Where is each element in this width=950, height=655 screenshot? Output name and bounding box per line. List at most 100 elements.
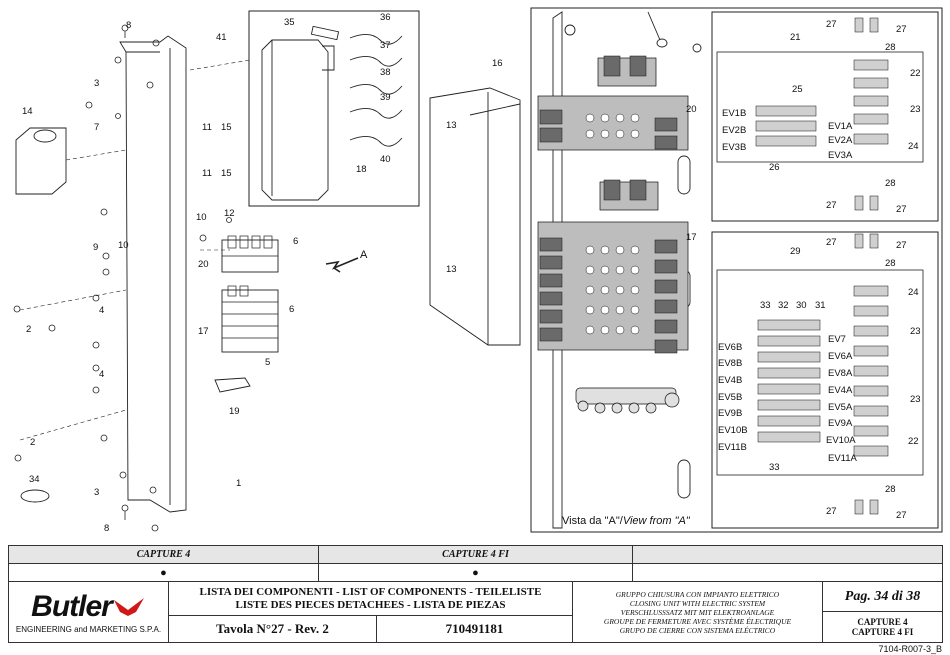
list-title-line1: LISTA DEI COMPONENTI - LIST OF COMPONENT… [199, 585, 542, 598]
callout-27-g: 27 [826, 506, 837, 517]
brand-bird-icon [113, 598, 144, 616]
brand-logo: Butler ENGINEERING and MARKETING S.P.A. [9, 582, 169, 642]
callout-11-b: 11 [202, 168, 212, 179]
valve-label-ev10b: EV10B [718, 425, 748, 436]
callout-17-right: 17 [686, 232, 697, 243]
valve-label-ev5a: EV5A [828, 402, 853, 413]
callout-19: 19 [229, 406, 240, 417]
valve-label-ev2b: EV2B [722, 125, 746, 136]
valve-label-ev10a: EV10A [826, 435, 856, 446]
valve-label-ev3b: EV3B [722, 142, 746, 153]
callout-27-e: 27 [826, 237, 837, 248]
bullet-capture-4-fi: ● [319, 564, 633, 582]
valve-label-ev8b: EV8B [718, 358, 742, 369]
callout-20-left: 20 [198, 259, 209, 270]
desc-en: CLOSING UNIT WITH ELECTRIC SYSTEM [629, 598, 766, 608]
page-number: Pag. 34 di 38 [823, 582, 942, 612]
list-title-line2: LISTE DES PIECES DETACHEES - LISTA DE PI… [235, 598, 506, 611]
callout-24-b: 24 [908, 287, 919, 298]
valve-label-ev4b: EV4B [718, 375, 742, 386]
callout-28-a: 28 [885, 42, 896, 53]
callout-15-a: 15 [221, 122, 232, 133]
callout-24-a: 24 [908, 141, 919, 152]
callout-26: 26 [769, 162, 780, 173]
brand-name: Butler [31, 590, 113, 623]
valve-label-ev4a: EV4A [828, 385, 853, 396]
callout-12: 12 [224, 208, 235, 219]
callout-18: 18 [356, 164, 367, 175]
callout-5: 5 [265, 357, 270, 368]
tavola-number: Tavola N°27 - Rev. 2 [169, 616, 377, 642]
callout-22-b: 22 [908, 436, 919, 447]
callout-11-a: 11 [202, 122, 212, 133]
callout-4-b: 4 [99, 369, 104, 380]
list-title: LISTA DEI COMPONENTI - LIST OF COMPONENT… [169, 582, 573, 616]
callout-27-h: 27 [896, 510, 907, 521]
view-caption: Vista da "A"/View from "A" [562, 515, 691, 527]
callout-33-a: 33 [760, 300, 771, 311]
callout-38: 38 [380, 67, 391, 78]
callout-17-left: 17 [198, 326, 209, 337]
valve-label-ev9a: EV9A [828, 418, 853, 429]
view-arrow-label: A [360, 249, 368, 261]
callout-14: 14 [22, 106, 33, 117]
callout-20-right: 20 [686, 104, 697, 115]
bullet-empty [633, 564, 942, 582]
callout-10-b: 10 [118, 240, 129, 251]
callout-28-d: 28 [885, 484, 896, 495]
callout-25: 25 [792, 84, 803, 95]
valve-label-ev11a: EV11A [828, 453, 858, 464]
callout-8-top: 8 [126, 20, 131, 31]
desc-es: GRUPO DE CIERRE CON SISTEMA ELÉCTRICO [619, 625, 776, 635]
valve-label-ev2a: EV2A [828, 135, 853, 146]
desc-it: GRUPPO CHIUSURA CON IMPIANTO ELETTRICO [615, 589, 780, 599]
callout-32: 32 [778, 300, 789, 311]
callout-39: 39 [380, 92, 391, 103]
desc-fr: GROUPE DE FERMETURE AVEC SYSTÈME ÉLECTRI… [603, 616, 792, 626]
callout-22-a: 22 [910, 68, 921, 79]
exploded-drawing: 8 3 7 14 11 15 11 15 10 12 6 20 9 10 4 2… [13, 7, 943, 534]
callout-30: 30 [796, 300, 807, 311]
group-description: GRUPPO CHIUSURA CON IMPIANTO ELETTRICO C… [573, 582, 823, 642]
callout-31: 31 [815, 300, 826, 311]
callout-21: 21 [790, 32, 801, 43]
callout-3-top: 3 [94, 78, 99, 89]
valve-label-ev3a: EV3A [828, 150, 853, 161]
callout-41: 41 [216, 32, 227, 43]
part-code: 710491181 [377, 616, 573, 642]
callout-27-b: 27 [896, 24, 907, 35]
callout-34: 34 [29, 474, 40, 485]
valve-label-ev7: EV7 [828, 334, 846, 345]
callout-28-c: 28 [885, 258, 896, 269]
header-capture-4-fi: CAPTURE 4 FI [319, 546, 633, 564]
valve-label-ev6a: EV6A [828, 351, 853, 362]
view-arrow-a [325, 257, 359, 273]
brand-tagline: ENGINEERING and MARKETING S.P.A. [15, 625, 162, 634]
callout-16: 16 [492, 58, 503, 69]
callout-33-b: 33 [769, 462, 780, 473]
header-empty [633, 546, 942, 564]
callout-3-bottom: 3 [94, 487, 99, 498]
callout-28-b: 28 [885, 178, 896, 189]
callout-23-c: 23 [910, 394, 921, 405]
cover-panel-16 [429, 87, 521, 346]
valve-label-ev1b: EV1B [722, 108, 746, 119]
callout-2-b: 2 [30, 437, 35, 448]
callout-6-a: 6 [293, 236, 298, 247]
callout-1: 1 [236, 478, 241, 489]
callout-27-f: 27 [896, 240, 907, 251]
callout-13-a: 13 [446, 120, 457, 131]
bullet-capture-4: ● [9, 564, 319, 582]
valve-label-ev1a: EV1A [828, 121, 853, 132]
valve-label-ev9b: EV9B [718, 408, 742, 419]
valve-label-ev6b: EV6B [718, 342, 742, 353]
callout-13-b: 13 [446, 264, 457, 275]
callout-27-a: 27 [826, 19, 837, 30]
callout-23-a: 23 [910, 104, 921, 115]
column-body [119, 35, 187, 513]
model-line-1: CAPTURE 4 [857, 617, 908, 627]
model-line-2: CAPTURE 4 FI [851, 627, 914, 637]
callout-6-b: 6 [289, 304, 294, 315]
callout-2-a: 2 [26, 324, 31, 335]
callout-36: 36 [380, 12, 391, 23]
